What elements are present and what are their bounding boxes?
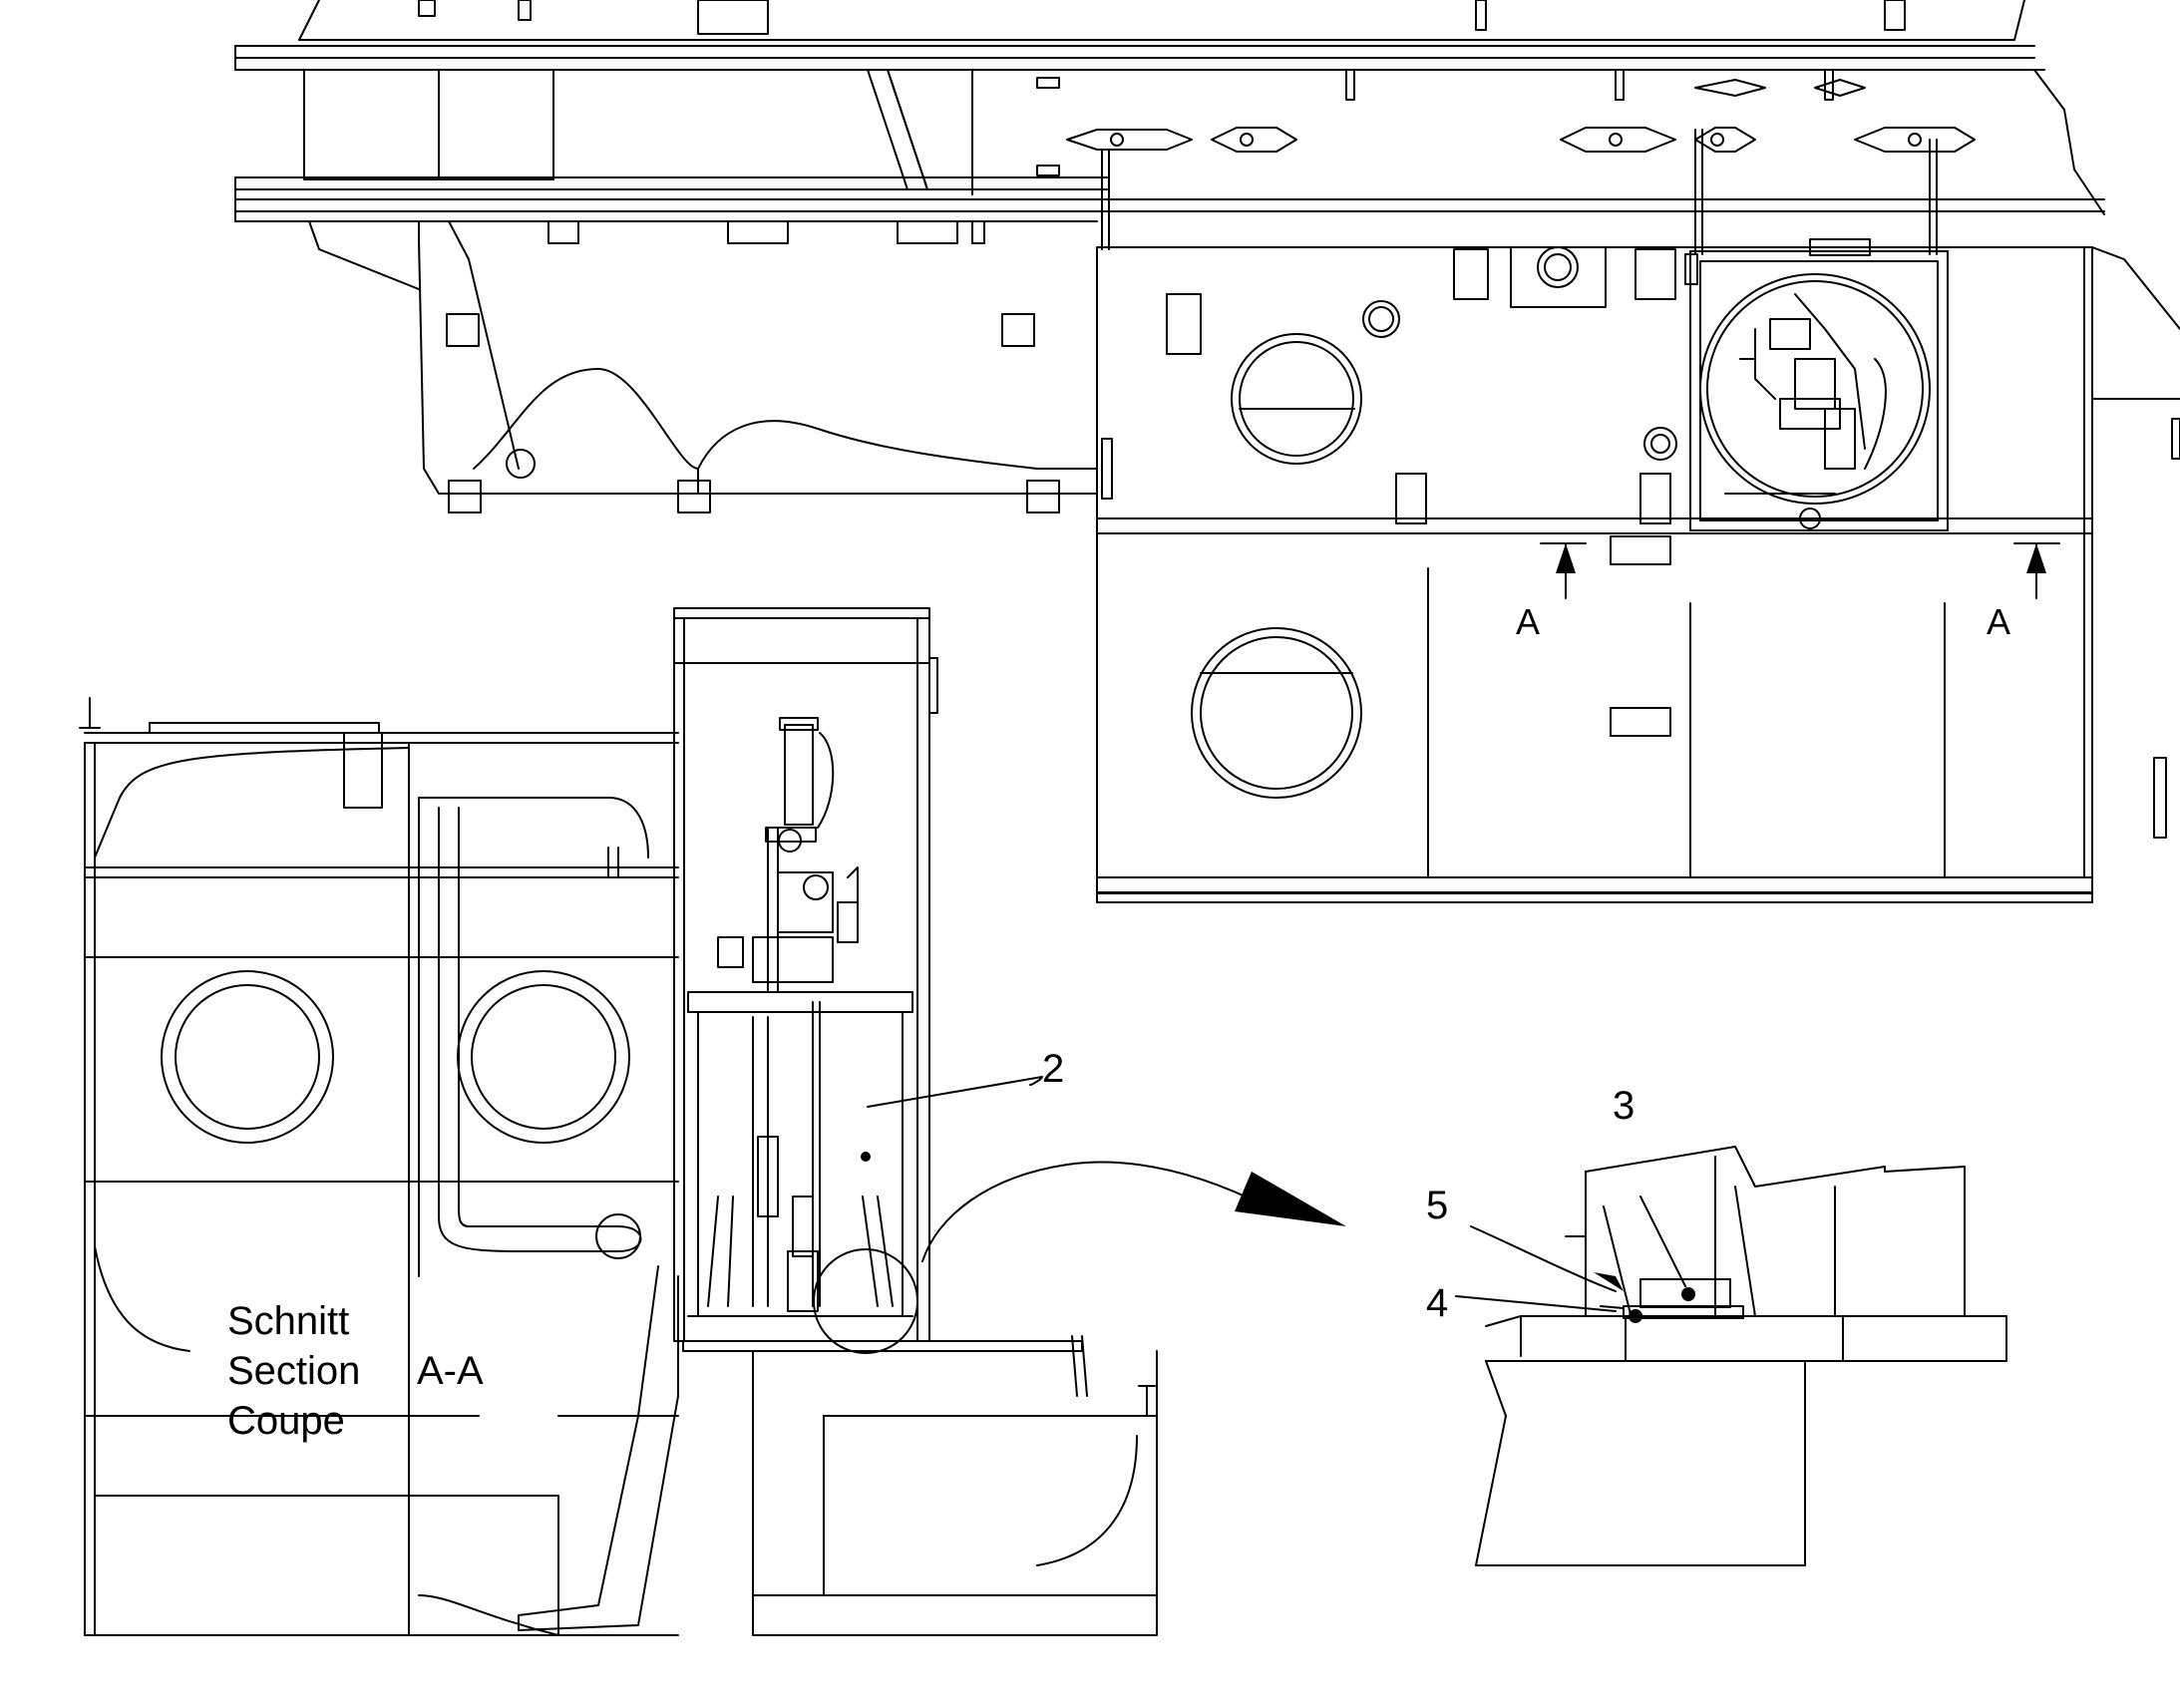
callout-4: 4: [1426, 1281, 1448, 1325]
section-arrow-left: [1556, 543, 1576, 573]
section-marker-right: A: [1987, 601, 2010, 642]
callout-3: 3: [1613, 1084, 1635, 1128]
right-housing: [1096, 238, 2180, 903]
arrows: [861, 543, 2046, 1291]
caption-section-id: A-A: [417, 1349, 484, 1393]
section-view: [79, 607, 1158, 1636]
caption-coupe: Coupe: [227, 1399, 345, 1443]
callout-2: 2: [1042, 1047, 1064, 1091]
detail-arrow: [1235, 1172, 1346, 1226]
section-markers: [1540, 542, 2060, 599]
caption-section: Section: [227, 1349, 360, 1393]
section-arrow-right: [2026, 543, 2046, 573]
labels: A A 2 3 5 4 Schnitt Section A-A Coupe: [227, 601, 2010, 1443]
section-marker-left: A: [1516, 601, 1540, 642]
callout-5: 5: [1426, 1184, 1448, 1227]
caption-schnitt: Schnitt: [227, 1299, 349, 1343]
leaders: [867, 1076, 1686, 1315]
top-view-frame: [234, 0, 2105, 513]
callout-5-arrowhead: [1594, 1272, 1624, 1291]
detail-view: [1475, 1146, 2007, 1566]
